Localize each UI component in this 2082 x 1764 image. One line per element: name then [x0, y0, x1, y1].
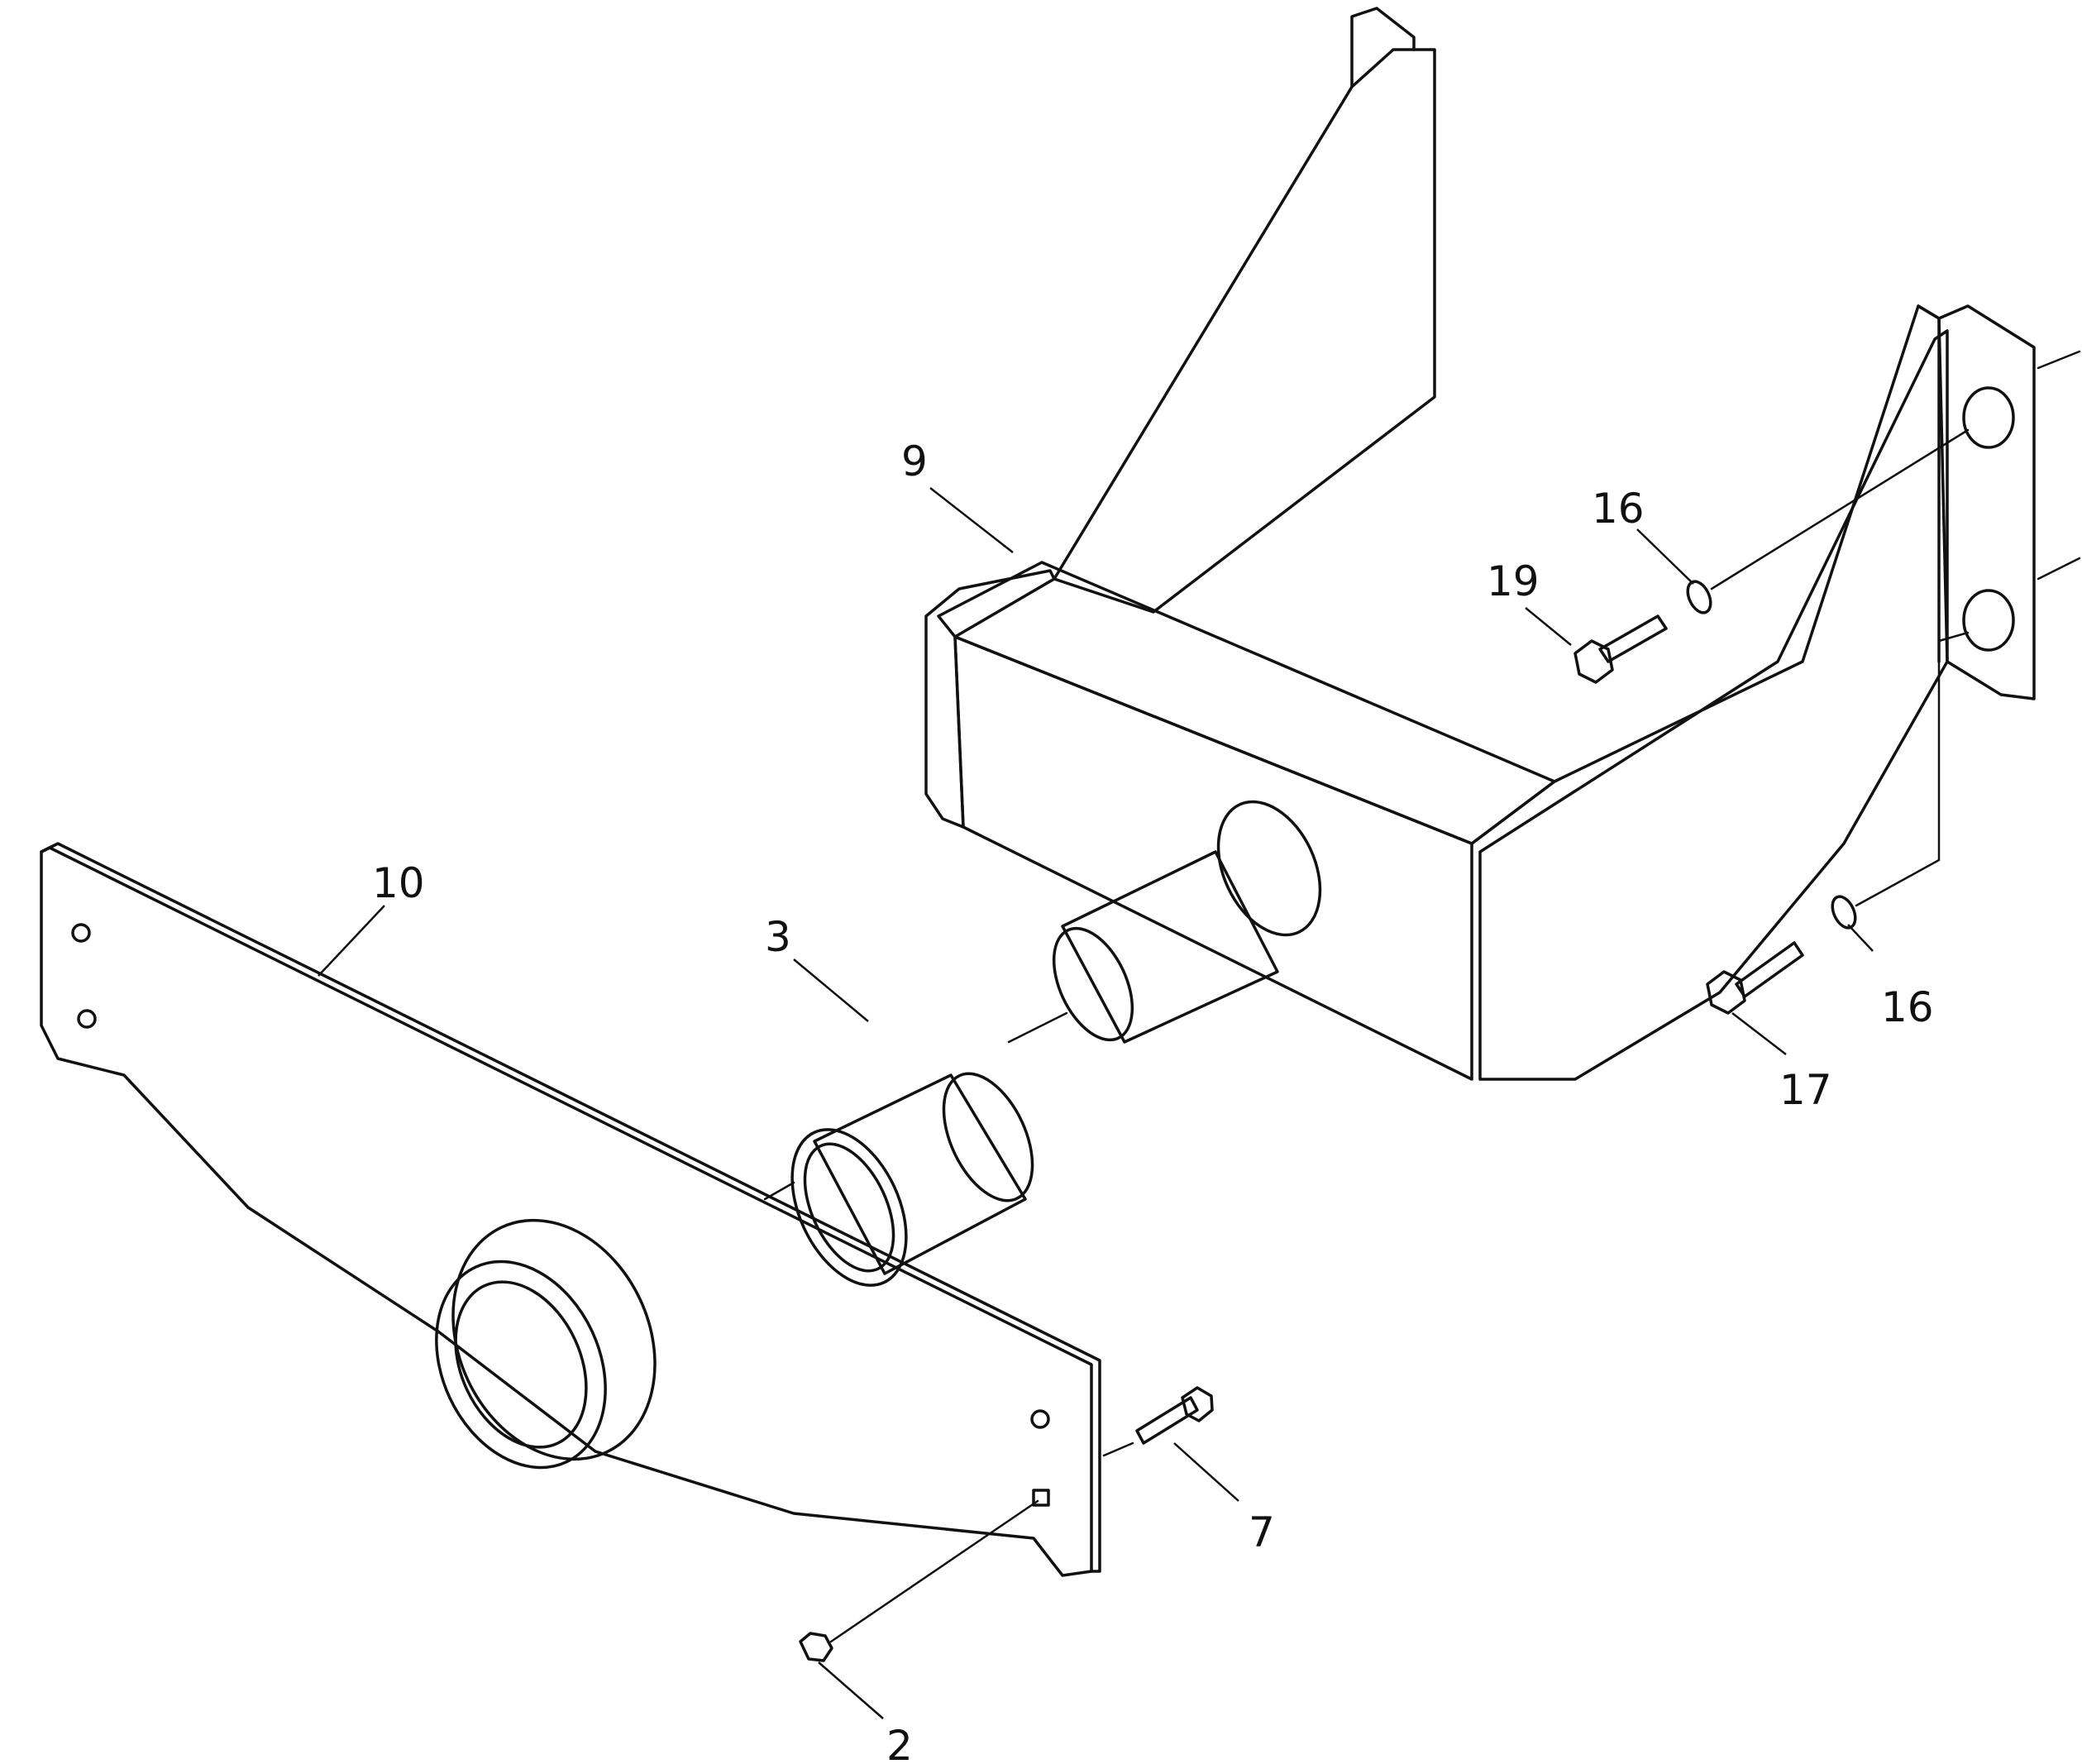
- callout-16-lower: 16: [1881, 983, 1934, 1031]
- mounting-plate: [1937, 304, 2036, 700]
- bolt-7: [1135, 1386, 1214, 1445]
- plate-hole: [1032, 1489, 1050, 1507]
- plate-hole: [77, 1009, 97, 1029]
- arm-plate-part: [40, 842, 1101, 1577]
- callout-7: 7: [1249, 1508, 1275, 1556]
- plate-hole: [71, 923, 91, 943]
- plate-hole-bottom: [1962, 589, 2015, 652]
- plate-hole-top: [1962, 386, 2015, 449]
- bolt-17: [1706, 941, 1804, 1015]
- nut-2: [799, 1632, 833, 1662]
- callout-2: 2: [886, 1722, 913, 1764]
- callout-10: 10: [372, 859, 425, 907]
- callout-19: 19: [1487, 557, 1540, 605]
- cross-box-front: [953, 635, 1473, 1081]
- bushing-bore: [790, 1128, 908, 1287]
- bolt-19: [1573, 614, 1668, 684]
- callout-16-upper: 16: [1592, 485, 1645, 533]
- callout-9: 9: [901, 437, 928, 485]
- plate-hole: [1030, 1409, 1050, 1429]
- arm-boss-bore: [435, 1260, 607, 1470]
- washer-16-upper: [1686, 580, 1712, 614]
- frame-bracket-part: [924, 7, 2081, 1081]
- arm-plate-face: [40, 846, 1093, 1577]
- bushing-part: [790, 1072, 1034, 1287]
- washer-16-lower: [1831, 895, 1857, 930]
- callout-3: 3: [765, 913, 791, 961]
- rear-gusset: [1053, 48, 1436, 614]
- callout-17: 17: [1779, 1066, 1832, 1114]
- spindle-end: [1052, 926, 1134, 1042]
- spindle-shaft: [1061, 850, 1279, 1044]
- left-end-flange: [924, 569, 1056, 829]
